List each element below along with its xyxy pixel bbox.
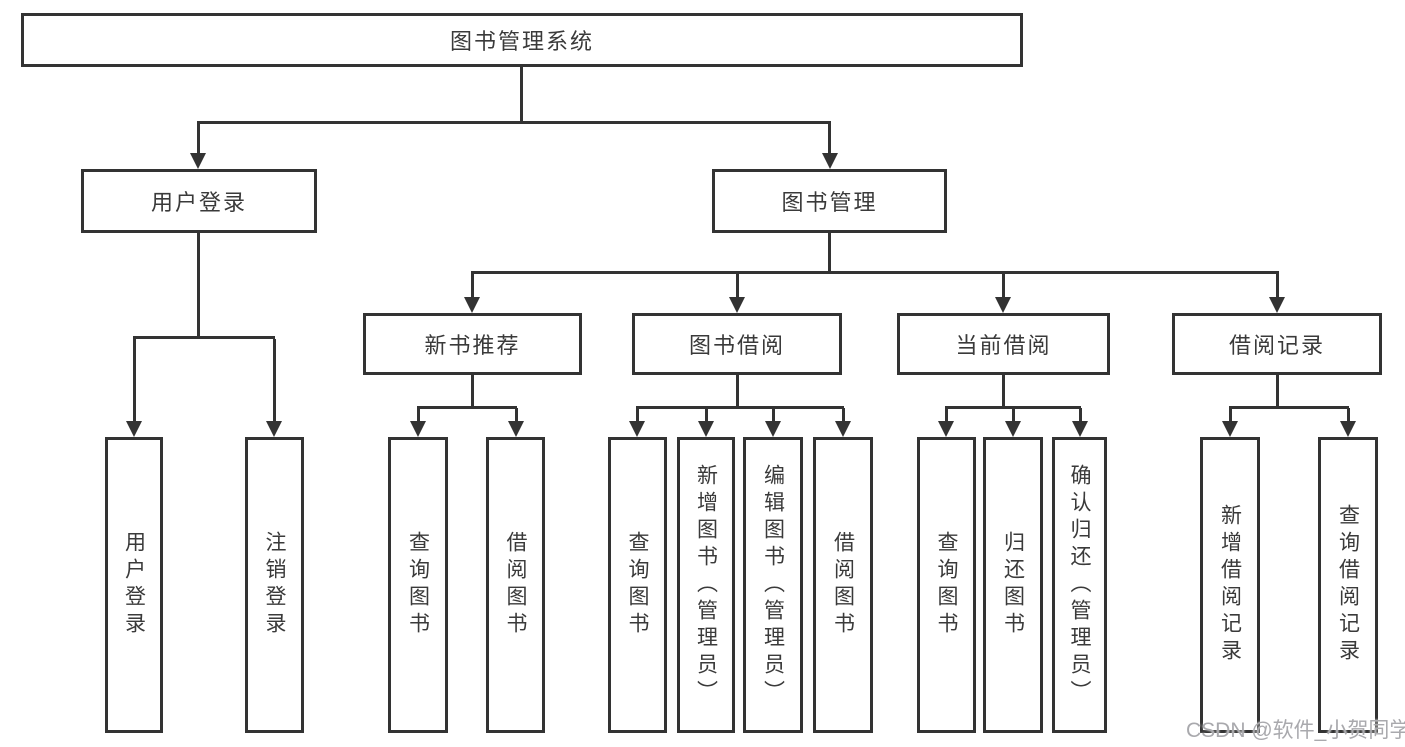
leaf-borrow-books-recommend: 借阅图书 <box>486 437 545 733</box>
leaf-return-books: 归还图书 <box>983 437 1043 733</box>
node-label: 图书管理系统 <box>449 29 594 54</box>
connector-line <box>417 408 420 423</box>
leaf-query-books-borrowing: 查询图书 <box>608 437 667 733</box>
arrow-down-icon <box>1222 421 1238 437</box>
connector-line <box>842 408 845 423</box>
connector-line <box>828 233 831 273</box>
leaf-label: 注销登录 <box>263 531 286 639</box>
leaf-label: 查询借阅记录 <box>1336 504 1360 666</box>
connector-line <box>197 124 200 154</box>
connector-line <box>1079 408 1082 423</box>
connector-line <box>471 274 474 299</box>
connector-line <box>520 67 523 121</box>
node-label: 图书管理 <box>781 190 878 215</box>
node-label: 新书推荐 <box>424 333 521 358</box>
connector-line <box>1229 408 1232 423</box>
connector-line <box>1276 274 1279 299</box>
leaf-label: 新增图书（管理员） <box>694 463 718 707</box>
leaf-label: 借阅图书 <box>831 531 855 639</box>
leaf-edit-books-admin: 编辑图书（管理员） <box>743 437 803 733</box>
connector-line <box>197 233 200 337</box>
arrow-down-icon <box>1072 421 1088 437</box>
node-label: 当前借阅 <box>955 333 1052 358</box>
arrow-down-icon <box>508 421 524 437</box>
arrow-down-icon <box>729 297 745 313</box>
arrow-down-icon <box>698 421 714 437</box>
arrow-down-icon <box>765 421 781 437</box>
connector-line <box>828 124 831 154</box>
arrow-down-icon <box>995 297 1011 313</box>
connector-line <box>736 274 739 299</box>
arrow-down-icon <box>1269 297 1285 313</box>
connector-line <box>133 339 136 423</box>
arrow-down-icon <box>835 421 851 437</box>
leaf-label: 查询图书 <box>406 531 430 639</box>
connector-line <box>197 121 831 124</box>
connector-line <box>1012 408 1015 423</box>
leaf-label: 查询图书 <box>626 531 649 639</box>
arrow-down-icon <box>126 421 142 437</box>
leaf-label: 查询图书 <box>935 531 958 639</box>
node-label: 用户登录 <box>150 190 247 215</box>
node-book-borrowing: 图书借阅 <box>632 313 842 375</box>
leaf-borrow-books-borrowing: 借阅图书 <box>813 437 873 733</box>
arrow-down-icon <box>938 421 954 437</box>
node-current-borrowing: 当前借阅 <box>897 313 1110 375</box>
arrow-down-icon <box>822 153 838 169</box>
arrow-down-icon <box>464 297 480 313</box>
leaf-label: 确认归还（管理员） <box>1068 463 1091 707</box>
leaf-add-books-admin: 新增图书（管理员） <box>677 437 735 733</box>
leaf-query-books-recommend: 查询图书 <box>388 437 448 733</box>
leaf-logout: 注销登录 <box>245 437 304 733</box>
connector-line <box>736 375 739 408</box>
arrow-down-icon <box>629 421 645 437</box>
node-new-book-recommendation: 新书推荐 <box>363 313 582 375</box>
leaf-label: 用户登录 <box>122 531 146 639</box>
arrow-down-icon <box>190 153 206 169</box>
connector-line <box>705 408 708 423</box>
arrow-down-icon <box>266 421 282 437</box>
node-label: 图书借阅 <box>688 333 785 358</box>
connector-line <box>1002 274 1005 299</box>
connector-line <box>945 406 1081 409</box>
connector-line <box>1347 408 1350 423</box>
leaf-user-login: 用户登录 <box>105 437 163 733</box>
leaf-label: 编辑图书（管理员） <box>761 463 785 707</box>
connector-line <box>133 336 275 339</box>
connector-line <box>772 408 775 423</box>
connector-line <box>636 408 639 423</box>
connector-line <box>515 408 518 423</box>
leaf-label: 归还图书 <box>1001 531 1025 639</box>
connector-line <box>636 406 844 409</box>
csdn-watermark: CSDN @软件_小贺同学 <box>1186 719 1405 742</box>
arrow-down-icon <box>410 421 426 437</box>
connector-line <box>945 408 948 423</box>
arrow-down-icon <box>1340 421 1356 437</box>
node-library-management-system: 图书管理系统 <box>21 13 1023 67</box>
connector-line <box>1002 375 1005 408</box>
node-borrowing-records: 借阅记录 <box>1172 313 1382 375</box>
leaf-query-books-current: 查询图书 <box>917 437 976 733</box>
leaf-label: 借阅图书 <box>504 531 527 639</box>
connector-line <box>1229 406 1349 409</box>
connector-line <box>1276 375 1279 408</box>
connector-line <box>471 271 1279 274</box>
node-book-management: 图书管理 <box>712 169 947 233</box>
leaf-add-borrow-record: 新增借阅记录 <box>1200 437 1260 733</box>
connector-line <box>471 375 474 408</box>
node-label: 借阅记录 <box>1228 333 1325 358</box>
node-user-login: 用户登录 <box>81 169 317 233</box>
leaf-confirm-return-admin: 确认归还（管理员） <box>1052 437 1107 733</box>
connector-line <box>417 406 517 409</box>
arrow-down-icon <box>1005 421 1021 437</box>
leaf-label: 新增借阅记录 <box>1218 504 1242 666</box>
leaf-query-borrow-record: 查询借阅记录 <box>1318 437 1378 733</box>
connector-line <box>273 339 276 423</box>
